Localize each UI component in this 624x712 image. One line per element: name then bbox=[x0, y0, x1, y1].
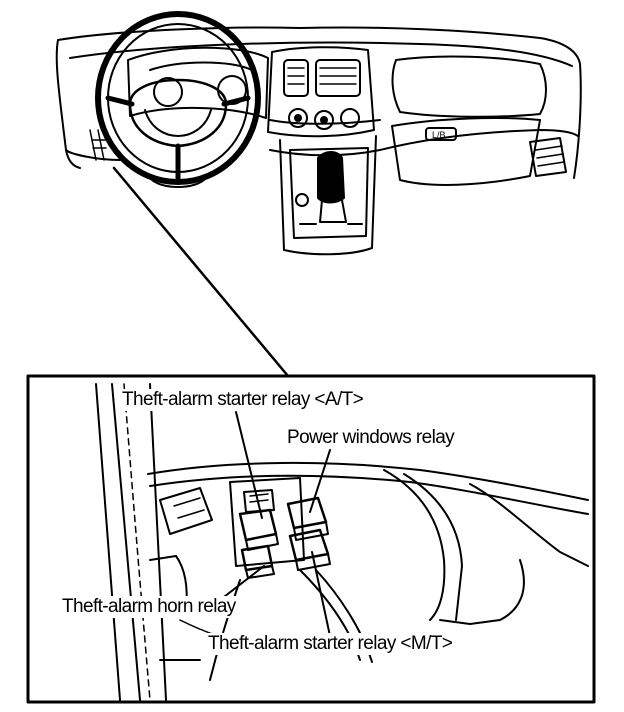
steering-wheel bbox=[95, 11, 261, 188]
leader-starter-at bbox=[235, 411, 263, 519]
leader-power-windows bbox=[309, 449, 331, 513]
label-starter-relay-mt: Theft-alarm starter relay <M/T> bbox=[206, 633, 455, 655]
leader-horn bbox=[219, 565, 265, 601]
label-horn-relay: Theft-alarm horn relay bbox=[60, 596, 238, 618]
dashboard-illustration: L/B bbox=[55, 11, 582, 256]
starter-relay-mt bbox=[288, 528, 331, 571]
label-starter-relay-at: Theft-alarm starter relay <A/T> bbox=[120, 389, 366, 411]
starter-relay-at bbox=[238, 508, 279, 551]
leader-starter-mt bbox=[311, 551, 331, 637]
detail-frame bbox=[26, 374, 596, 704]
horn-relay bbox=[240, 544, 275, 579]
glovebox-badge: L/B bbox=[432, 130, 446, 140]
label-power-windows-relay: Power windows relay bbox=[285, 427, 457, 449]
glovebox-latch bbox=[425, 127, 457, 141]
label-leader-lines bbox=[219, 411, 331, 637]
detail-leader-line bbox=[112, 166, 290, 378]
